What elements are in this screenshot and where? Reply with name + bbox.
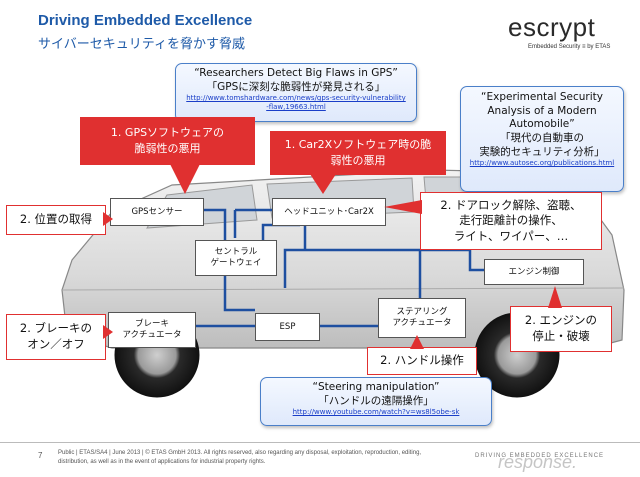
ecu-engine-control: エンジン制御 (484, 259, 584, 285)
callout-gps-title-jp: 「GPSに深刻な脆弱性が発見される」 (206, 80, 386, 93)
callout-gps-article: “Researchers Detect Big Flaws in GPS” 「G… (175, 63, 417, 122)
arrow-right-icon (103, 325, 113, 339)
bus-line (305, 248, 484, 272)
escrypt-logo: escrypt Embedded Security ≡ by ETAS (500, 12, 630, 52)
watermark-logo: response. (498, 452, 578, 472)
footer-copyright: Public | ETAS/SA4 | June 2013 | © ETAS G… (58, 450, 422, 465)
callout-gps-link[interactable]: http://www.tomshardware.com/news/gps-sec… (186, 94, 406, 111)
ecu-gps-sensor: GPSセンサー (110, 198, 204, 226)
ecu-esp: ESP (255, 313, 320, 341)
ecu-steering-actuator: ステアリング アクチュエータ (378, 298, 466, 338)
ecu-brake-actuator: ブレーキ アクチュエータ (108, 312, 196, 348)
callout-auto-line3: Automobile” (509, 118, 575, 131)
arrow-up-icon (548, 286, 562, 308)
arrow-left-icon (384, 200, 422, 214)
callout-automobile-paper: “Experimental Security Analysis of a Mod… (460, 86, 624, 192)
callout-auto-jp1: 「現代の自動車の (500, 131, 584, 144)
threat-door-lock: 2. ドアロック解除、盗聴、 走行距離計の操作、 ライト、ワイパー、… (420, 192, 602, 250)
arrow-down-icon (170, 164, 200, 194)
slide-title: Driving Embedded Excellence (38, 12, 253, 29)
arrow-down-icon (310, 174, 336, 194)
footer-brand: DRIVING EMBEDDED EXCELLENCE (475, 453, 605, 459)
logo-wordmark: escrypt (508, 12, 596, 42)
bus-line (283, 248, 305, 288)
callout-auto-line1: “Experimental Security (481, 91, 603, 103)
slide-subtitle: サイバーセキュリティを脅かす脅威 (38, 37, 245, 52)
footer-divider (0, 442, 640, 443)
threat-steering: 2. ハンドル操作 (367, 347, 477, 375)
threat-engine: 2. エンジンの 停止・破壊 (510, 306, 612, 352)
callout-steering-title-en: “Steering manipulation” (312, 381, 440, 393)
page-number: 7 (38, 451, 43, 460)
callout-auto-jp2: 実験的セキュリティ分析」 (479, 145, 605, 158)
threat-position: 2. 位置の取得 (6, 205, 106, 235)
ecu-central-gateway: セントラル ゲートウェイ (195, 240, 277, 276)
callout-steering-video: “Steering manipulation” 「ハンドルの遠隔操作」 http… (260, 377, 492, 426)
threat-gps-software: 1. GPSソフトウェアの 脆弱性の悪用 (80, 117, 255, 165)
callout-steering-title-jp: 「ハンドルの遠隔操作」 (318, 394, 434, 407)
callout-auto-link[interactable]: http://www.autosec.org/publications.html (469, 159, 615, 168)
callout-gps-title-en: “Researchers Detect Big Flaws in GPS” (194, 67, 398, 79)
ecu-head-unit: ヘッドユニット･Car2X (272, 198, 386, 226)
callout-steering-link[interactable]: http://www.youtube.com/watch?v=ws8l5obe-… (292, 408, 460, 417)
arrow-up-icon (410, 335, 424, 349)
bus-line (261, 223, 300, 240)
threat-car2x-software: 1. Car2Xソフトウェア時の脆 弱性の悪用 (270, 131, 446, 175)
threat-brake: 2. ブレーキの オン／オフ (6, 314, 106, 360)
arrow-right-icon (103, 212, 113, 226)
logo-tagline: Embedded Security ≡ by ETAS (528, 44, 611, 50)
callout-auto-line2: Analysis of a Modern (487, 104, 597, 117)
